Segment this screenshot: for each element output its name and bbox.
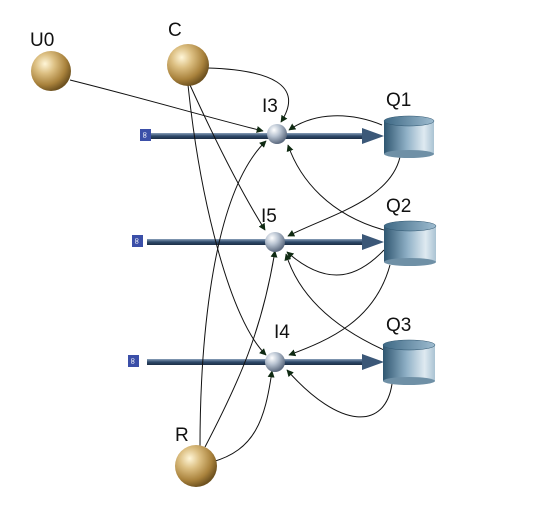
label-U0: U0 (30, 30, 54, 51)
label-I3: I3 (262, 96, 278, 117)
flow-bar-I5 (147, 234, 384, 250)
source-I5: ∞ (131, 235, 143, 247)
node-I3 (267, 124, 287, 144)
edge-Q3-I4 (286, 369, 393, 418)
edge-Q1-I3 (288, 115, 383, 131)
source-I3: ∞ (139, 129, 151, 141)
label-I4: I4 (274, 322, 290, 343)
sources: ∞ ∞ ∞ (127, 129, 151, 367)
edge-Q2-I5 (286, 249, 385, 276)
edge-Q3-I5 (284, 253, 385, 351)
queue-Q2 (383, 220, 437, 266)
edge-Q2-I4 (288, 264, 391, 357)
gold-nodes (31, 44, 217, 487)
edge-C-I5 (189, 84, 266, 231)
label-R: R (175, 425, 189, 446)
node-I5 (265, 232, 285, 252)
labels: U0 C R I3 I5 I4 Q1 Q2 Q3 (30, 20, 411, 446)
queue-Q3 (382, 339, 436, 385)
node-C (167, 44, 209, 86)
node-I4 (265, 352, 285, 372)
queues (382, 115, 437, 385)
node-U0 (31, 51, 71, 91)
source-I4: ∞ (127, 355, 139, 367)
edge-R-I3 (199, 140, 267, 448)
source-I4-label: ∞ (127, 357, 137, 365)
edge-Q1-I5 (287, 156, 401, 237)
flow-bars (147, 128, 384, 370)
edge-R-I4 (211, 370, 275, 463)
servers (265, 124, 287, 372)
source-I3-label: ∞ (139, 131, 149, 139)
label-C: C (168, 20, 182, 41)
label-I5: I5 (261, 206, 277, 227)
edge-R-I5 (204, 250, 278, 448)
source-I5-label: ∞ (131, 237, 141, 245)
label-Q3: Q3 (386, 315, 411, 336)
edges (69, 67, 401, 463)
flow-bar-I3 (147, 128, 384, 144)
edge-Q2-I3 (286, 144, 385, 231)
edge-C-I4 (187, 84, 267, 356)
node-R (175, 445, 217, 487)
label-Q1: Q1 (386, 90, 411, 111)
edge-U0-I3 (69, 79, 264, 133)
edge-C-I3 (207, 67, 290, 123)
queue-Q1 (383, 115, 435, 158)
flow-bar-I4 (147, 354, 384, 370)
label-Q2: Q2 (386, 196, 411, 217)
